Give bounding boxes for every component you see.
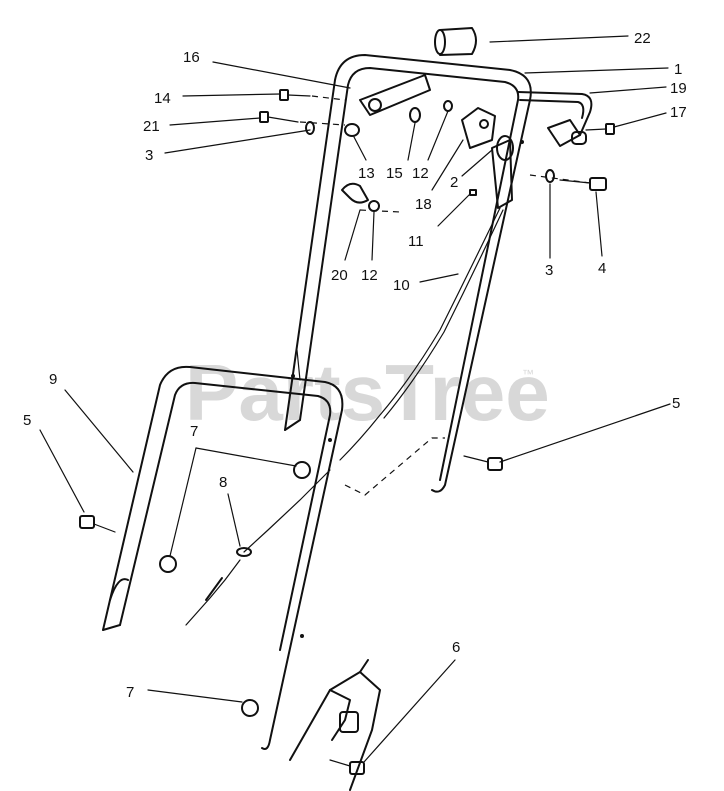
- callout-4: 4: [598, 260, 606, 277]
- callout-20: 20: [331, 267, 348, 284]
- callout-6: 6: [452, 639, 460, 656]
- callout-10: 10: [393, 277, 410, 294]
- cable-clip: [185, 469, 331, 626]
- callout-9: 9: [49, 371, 57, 388]
- bolt-right: [463, 455, 503, 471]
- leader-lines: [39, 35, 671, 763]
- pivot-bracket: [359, 74, 431, 116]
- callout-12-lower: 12: [361, 267, 378, 284]
- callout-1: 1: [674, 61, 682, 78]
- callout-12-upper: 12: [412, 165, 429, 182]
- watermark-text: PartsTree: [185, 348, 550, 437]
- callout-labels: 22 1 16 19 17 14 21 3 13 15 12 2 18 11 3…: [23, 30, 687, 701]
- callout-3-upper-left: 3: [145, 147, 153, 164]
- callout-13: 13: [358, 165, 375, 182]
- callout-2: 2: [450, 174, 458, 191]
- callout-5-left: 5: [23, 412, 31, 429]
- bolt-6: [329, 759, 365, 775]
- callout-11: 11: [408, 233, 424, 250]
- spring: [341, 182, 369, 204]
- callout-3-right: 3: [545, 262, 553, 279]
- callout-22: 22: [634, 30, 651, 47]
- control-bail: [517, 91, 593, 136]
- callout-15: 15: [386, 165, 403, 182]
- callout-18: 18: [415, 196, 432, 213]
- deck-bracket: [289, 659, 381, 791]
- watermark-trademark: ™: [522, 367, 534, 381]
- callout-8: 8: [219, 474, 227, 491]
- callout-7-upper: 7: [190, 423, 198, 440]
- grip-sleeve: [434, 27, 477, 56]
- callout-19: 19: [670, 80, 687, 97]
- callout-7-lower: 7: [126, 684, 134, 701]
- control-cable: [339, 207, 501, 461]
- lower-handle: [102, 365, 344, 750]
- callout-14: 14: [154, 90, 171, 107]
- hardware-upper: [259, 89, 615, 212]
- bolt-left: [79, 515, 116, 533]
- upper-handle: [284, 54, 532, 493]
- callout-5-right: 5: [672, 395, 680, 412]
- bail-bracket: [547, 119, 587, 147]
- control-lever: [491, 135, 514, 209]
- callout-16: 16: [183, 49, 200, 66]
- assembly-lines: [299, 95, 591, 496]
- callout-17: 17: [670, 104, 687, 121]
- plate: [461, 107, 496, 149]
- callout-21: 21: [143, 118, 160, 135]
- handle-knobs: [159, 461, 311, 717]
